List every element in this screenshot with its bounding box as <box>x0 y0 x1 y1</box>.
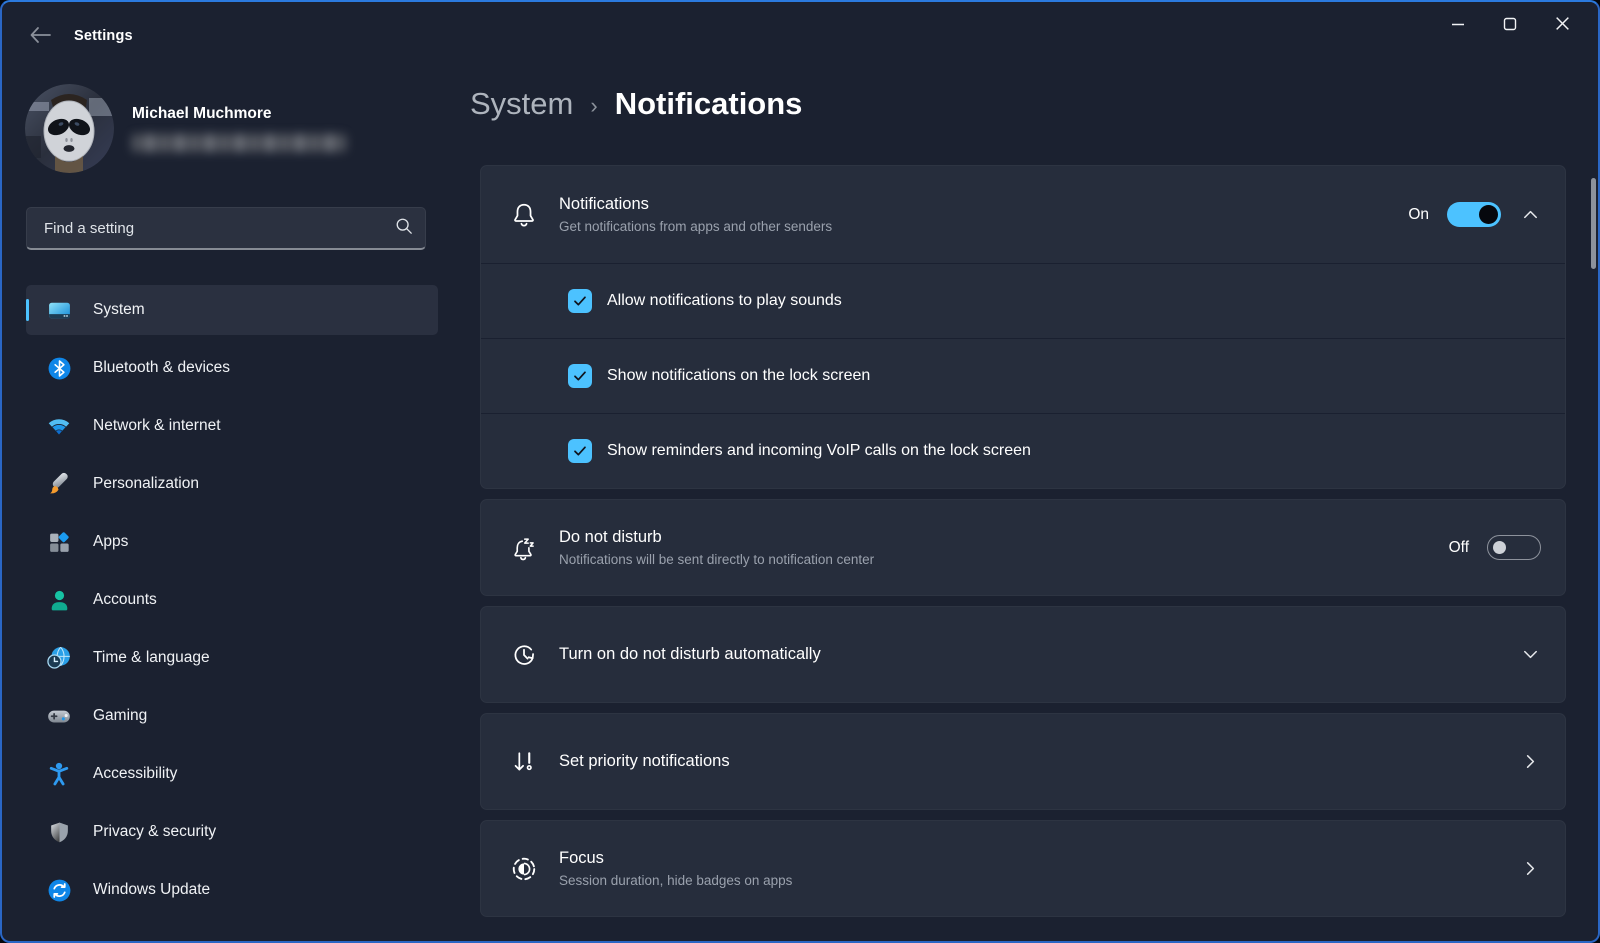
chevron-up-icon[interactable] <box>1519 205 1541 224</box>
notifications-card: Notifications Get notifications from app… <box>480 165 1566 489</box>
update-icon <box>46 877 72 903</box>
breadcrumb: System › Notifications <box>470 86 802 122</box>
notifications-subtitle: Get notifications from apps and other se… <box>559 219 833 234</box>
wifi-icon <box>46 413 72 439</box>
sidebar-item-bluetooth-devices[interactable]: Bluetooth & devices <box>26 343 438 393</box>
search-icon <box>395 217 413 240</box>
app-title: Settings <box>74 28 133 44</box>
notifications-toggle-label: On <box>1408 205 1429 223</box>
sidebar-item-label: Personalization <box>93 475 199 492</box>
dnd-subtitle: Notifications will be sent directly to n… <box>559 552 875 567</box>
gamepad-icon <box>46 703 72 729</box>
breadcrumb-system[interactable]: System <box>470 86 574 121</box>
clock-arrow-icon <box>509 640 539 670</box>
close-icon <box>1554 15 1571 37</box>
checkbox-row-reminders-voip[interactable]: Show reminders and incoming VoIP calls o… <box>481 413 1565 488</box>
sidebar-item-personalization[interactable]: Personalization <box>26 459 438 509</box>
page-title: Notifications <box>614 86 803 121</box>
search-input[interactable] <box>42 218 395 238</box>
sidebar-item-label: Network & internet <box>93 417 221 434</box>
sidebar-nav: System Bluetooth & devices Network & int… <box>26 285 438 923</box>
search-box[interactable] <box>26 207 426 250</box>
checkbox-row-play-sounds[interactable]: Allow notifications to play sounds <box>481 263 1565 338</box>
focus-subtitle: Session duration, hide badges on apps <box>559 873 793 888</box>
user-avatar[interactable] <box>25 84 114 173</box>
auto-dnd-card: Turn on do not disturb automatically <box>480 606 1566 703</box>
checkbox-checked[interactable] <box>568 439 592 463</box>
apps-icon <box>46 529 72 555</box>
checkbox-row-lock-screen[interactable]: Show notifications on the lock screen <box>481 338 1565 413</box>
chevron-right-icon <box>1519 752 1541 771</box>
bell-snooze-icon <box>509 533 539 563</box>
sidebar-item-label: Time & language <box>93 649 210 666</box>
sidebar-item-system[interactable]: System <box>26 285 438 335</box>
checkbox-label: Allow notifications to play sounds <box>607 292 842 309</box>
notifications-title: Notifications <box>559 195 649 213</box>
focus-icon <box>509 854 539 884</box>
notifications-header-row[interactable]: Notifications Get notifications from app… <box>481 166 1565 263</box>
sidebar-item-label: Gaming <box>93 707 148 724</box>
checkbox-label: Show reminders and incoming VoIP calls o… <box>607 442 1031 459</box>
toggle-knob <box>1493 541 1506 554</box>
dnd-title: Do not disturb <box>559 528 662 546</box>
sidebar-item-time-language[interactable]: Time & language <box>26 633 438 683</box>
maximize-icon <box>1502 16 1518 37</box>
display-icon <box>46 297 72 323</box>
focus-row[interactable]: Focus Session duration, hide badges on a… <box>481 821 1565 916</box>
back-button[interactable] <box>22 22 58 52</box>
bluetooth-icon <box>46 355 72 381</box>
toggle-knob <box>1479 205 1498 224</box>
checkbox-checked[interactable] <box>568 289 592 313</box>
window-controls <box>1432 8 1588 44</box>
profile-email-redacted <box>132 134 346 152</box>
bell-icon <box>509 200 539 230</box>
sidebar-item-label: Bluetooth & devices <box>93 359 231 376</box>
sidebar-item-label: System <box>93 301 145 318</box>
auto-dnd-title: Turn on do not disturb automatically <box>559 645 821 663</box>
priority-notifications-row[interactable]: Set priority notifications <box>481 714 1565 809</box>
sidebar-item-label: Accessibility <box>93 765 178 782</box>
breadcrumb-separator-icon: › <box>590 93 598 118</box>
back-arrow-icon <box>28 25 52 50</box>
sidebar-item-windows-update[interactable]: Windows Update <box>26 865 438 915</box>
priority-notifications-card: Set priority notifications <box>480 713 1566 810</box>
dnd-toggle[interactable] <box>1487 535 1541 560</box>
globe-clock-icon <box>46 645 72 671</box>
do-not-disturb-card: Do not disturb Notifications will be sen… <box>480 499 1566 596</box>
sidebar-item-accessibility[interactable]: Accessibility <box>26 749 438 799</box>
accessibility-icon <box>46 761 72 787</box>
sidebar-item-label: Privacy & security <box>93 823 217 840</box>
sidebar-item-apps[interactable]: Apps <box>26 517 438 567</box>
sidebar-item-accounts[interactable]: Accounts <box>26 575 438 625</box>
scrollbar-thumb[interactable] <box>1591 178 1596 269</box>
person-icon <box>46 587 72 613</box>
focus-title: Focus <box>559 849 604 867</box>
sidebar-item-network-internet[interactable]: Network & internet <box>26 401 438 451</box>
chevron-right-icon <box>1519 859 1541 878</box>
do-not-disturb-row[interactable]: Do not disturb Notifications will be sen… <box>481 500 1565 595</box>
auto-dnd-row[interactable]: Turn on do not disturb automatically <box>481 607 1565 702</box>
focus-card: Focus Session duration, hide badges on a… <box>480 820 1566 917</box>
minimize-icon <box>1450 16 1466 37</box>
sidebar-item-privacy-security[interactable]: Privacy & security <box>26 807 438 857</box>
settings-cards: Notifications Get notifications from app… <box>480 165 1566 927</box>
dnd-toggle-label: Off <box>1448 538 1469 556</box>
chevron-down-icon[interactable] <box>1519 645 1541 664</box>
notifications-toggle[interactable] <box>1447 202 1501 227</box>
priority-title: Set priority notifications <box>559 752 730 770</box>
minimize-button[interactable] <box>1432 8 1484 44</box>
priority-icon <box>509 747 539 777</box>
maximize-button[interactable] <box>1484 8 1536 44</box>
shield-icon <box>46 819 72 845</box>
checkbox-label: Show notifications on the lock screen <box>607 367 871 384</box>
brush-icon <box>46 471 72 497</box>
checkbox-checked[interactable] <box>568 364 592 388</box>
close-button[interactable] <box>1536 8 1588 44</box>
sidebar-item-gaming[interactable]: Gaming <box>26 691 438 741</box>
sidebar-item-label: Windows Update <box>93 881 211 898</box>
profile-name: Michael Muchmore <box>132 105 272 122</box>
sidebar-item-label: Accounts <box>93 591 157 608</box>
sidebar-item-label: Apps <box>93 533 129 550</box>
